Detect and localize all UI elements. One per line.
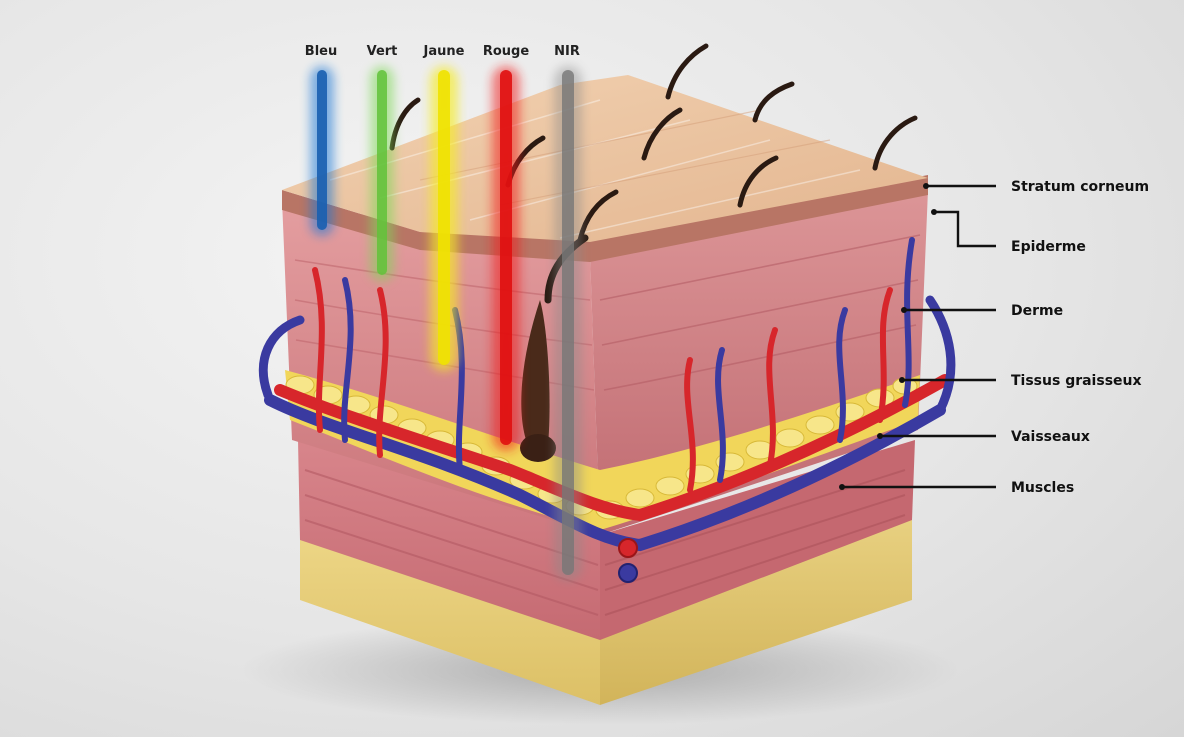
beam-nir (554, 66, 582, 581)
beam-label-jaune: Jaune (423, 44, 465, 59)
label-stratum-corneum: Stratum corneum (1011, 179, 1149, 195)
beam-label-bleu: Bleu (305, 44, 337, 59)
label-vaisseaux: Vaisseaux (1011, 429, 1090, 445)
beam-label-vert: Vert (367, 44, 398, 59)
beam-jaune (430, 66, 458, 371)
label-tissus-graisseux: Tissus graisseux (1011, 373, 1142, 389)
label-derme: Derme (1011, 303, 1063, 319)
beam-label-rouge: Rouge (483, 44, 530, 59)
beam-rouge (492, 66, 520, 451)
label-epiderme: Epiderme (1011, 239, 1086, 255)
beam-bleu (310, 66, 334, 236)
label-muscles: Muscles (1011, 480, 1074, 496)
beam-vert (370, 66, 394, 281)
beam-label-nir: NIR (554, 44, 580, 59)
